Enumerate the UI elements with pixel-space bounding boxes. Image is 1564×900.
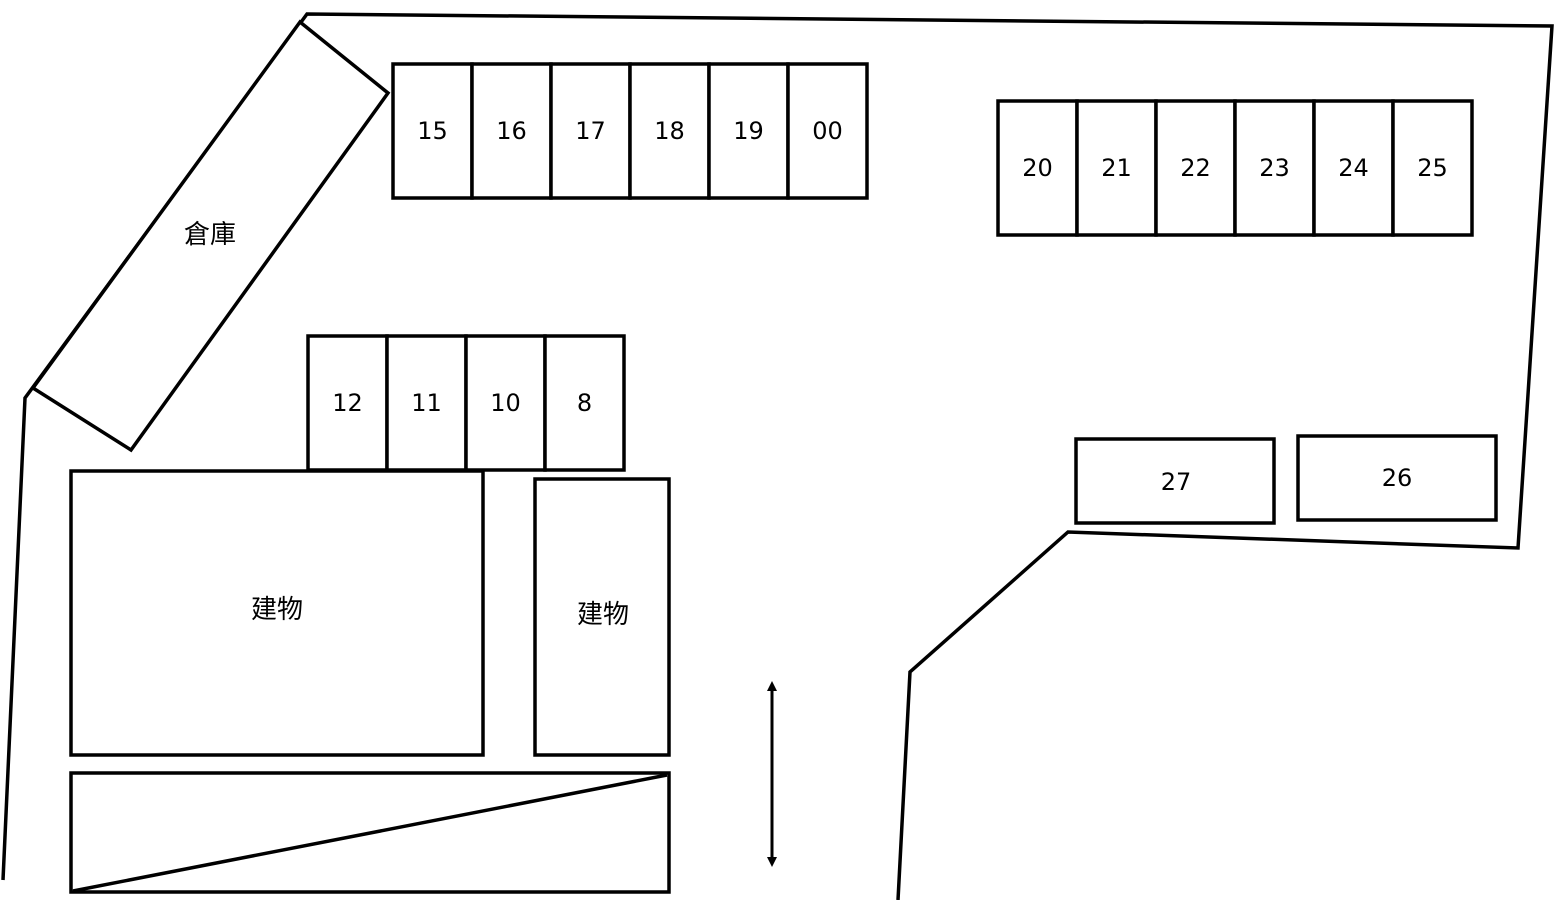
parking-space-26 <box>1296 434 1498 522</box>
parking-space-20-label: 20 <box>1022 154 1053 182</box>
parking-space-22-label: 22 <box>1180 154 1211 182</box>
parking-space-24-label: 24 <box>1338 154 1369 182</box>
parking-space-8 <box>543 334 626 472</box>
parking-row-top-left: 15 16 17 18 19 00 <box>391 62 869 200</box>
parking-space-17 <box>549 62 632 200</box>
parking-space-16 <box>470 62 553 200</box>
building-large-label: 建物 <box>251 595 303 625</box>
parking-space-17-label: 17 <box>575 117 606 145</box>
parking-space-11-label: 11 <box>411 389 442 417</box>
parking-space-10-label: 10 <box>490 389 521 417</box>
parking-space-15-label: 15 <box>417 117 448 145</box>
parking-space-23-label: 23 <box>1259 154 1290 182</box>
parking-space-24 <box>1312 99 1395 237</box>
parking-space-21-label: 21 <box>1101 154 1132 182</box>
parking-space-00-label: 00 <box>812 117 843 145</box>
parking-space-00 <box>786 62 869 200</box>
parking-space-25-label: 25 <box>1417 154 1448 182</box>
warehouse-block <box>30 19 391 453</box>
parking-space-18-label: 18 <box>654 117 685 145</box>
parking-space-12 <box>306 334 389 472</box>
parking-space-25 <box>1391 99 1474 237</box>
parking-row-top-right: 20 21 22 23 24 25 <box>996 99 1474 237</box>
parking-space-19 <box>707 62 790 200</box>
parking-space-27-label: 27 <box>1161 468 1192 496</box>
parking-space-21 <box>1075 99 1158 237</box>
parking-space-16-label: 16 <box>496 117 527 145</box>
parking-space-18 <box>628 62 711 200</box>
parking-space-8-label: 8 <box>577 389 592 417</box>
parking-space-10 <box>464 334 547 472</box>
building-large <box>69 469 485 757</box>
parking-space-23 <box>1233 99 1316 237</box>
parking-space-26-label: 26 <box>1382 464 1413 492</box>
parking-space-12-label: 12 <box>332 389 363 417</box>
parking-space-11 <box>385 334 468 472</box>
warehouse-label: 倉庫 <box>184 220 236 250</box>
parking-space-27 <box>1074 437 1276 525</box>
parking-space-19-label: 19 <box>733 117 764 145</box>
building-small <box>533 477 671 757</box>
bottom-area-diagonal-line <box>72 773 668 893</box>
parking-row-middle: 12 11 10 8 <box>306 334 626 472</box>
parking-space-15 <box>391 62 474 200</box>
building-small-label: 建物 <box>577 600 629 630</box>
